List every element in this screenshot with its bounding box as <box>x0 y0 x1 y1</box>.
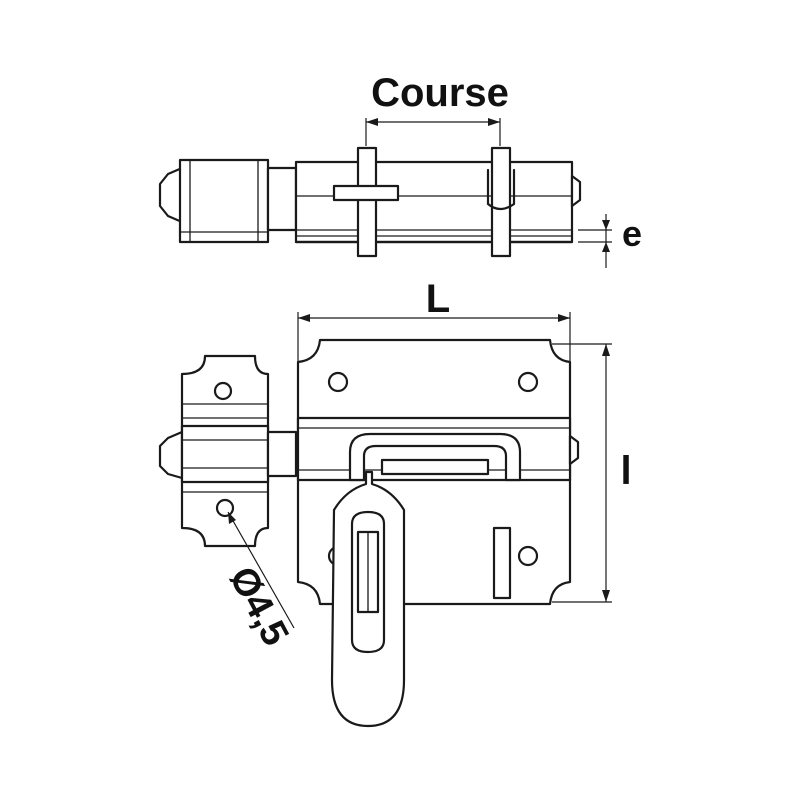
course-dimension: Course <box>365 71 509 146</box>
side-knob-body <box>178 158 270 244</box>
thickness-dimension: e <box>578 213 642 268</box>
bolt-end-tip <box>568 434 580 466</box>
keeper-hole-top <box>213 381 233 401</box>
handle-slot <box>350 510 386 654</box>
bolt-collar <box>266 430 298 478</box>
width-dimension: l <box>552 343 632 603</box>
keeper-hole-bottom <box>215 498 235 518</box>
stop-tab <box>492 526 512 600</box>
side-stop-post-right <box>490 146 512 258</box>
width-label: l <box>620 449 631 493</box>
course-label: Course <box>371 71 509 115</box>
plate-hole-top-left <box>327 371 349 393</box>
plate-hole-top-right <box>517 371 539 393</box>
hole-diameter-label: Ø4,5 <box>221 560 297 652</box>
bridge-guide <box>348 432 522 482</box>
side-stop-post-left <box>356 146 378 258</box>
side-knob-tip <box>158 166 184 224</box>
plate-hole-bottom-right <box>517 545 539 567</box>
side-end-tip <box>570 174 582 208</box>
side-view <box>158 146 582 258</box>
side-collar <box>266 166 298 232</box>
thickness-label: e <box>622 213 642 254</box>
bolt-knob-body <box>180 424 270 484</box>
front-view <box>158 338 580 728</box>
length-dimension: L <box>297 277 571 364</box>
bolt-knob-tip <box>158 430 184 480</box>
bridge-slot <box>380 458 490 476</box>
side-bolt-body <box>294 160 574 244</box>
side-handle-bar <box>332 184 400 202</box>
length-label: L <box>426 277 450 321</box>
